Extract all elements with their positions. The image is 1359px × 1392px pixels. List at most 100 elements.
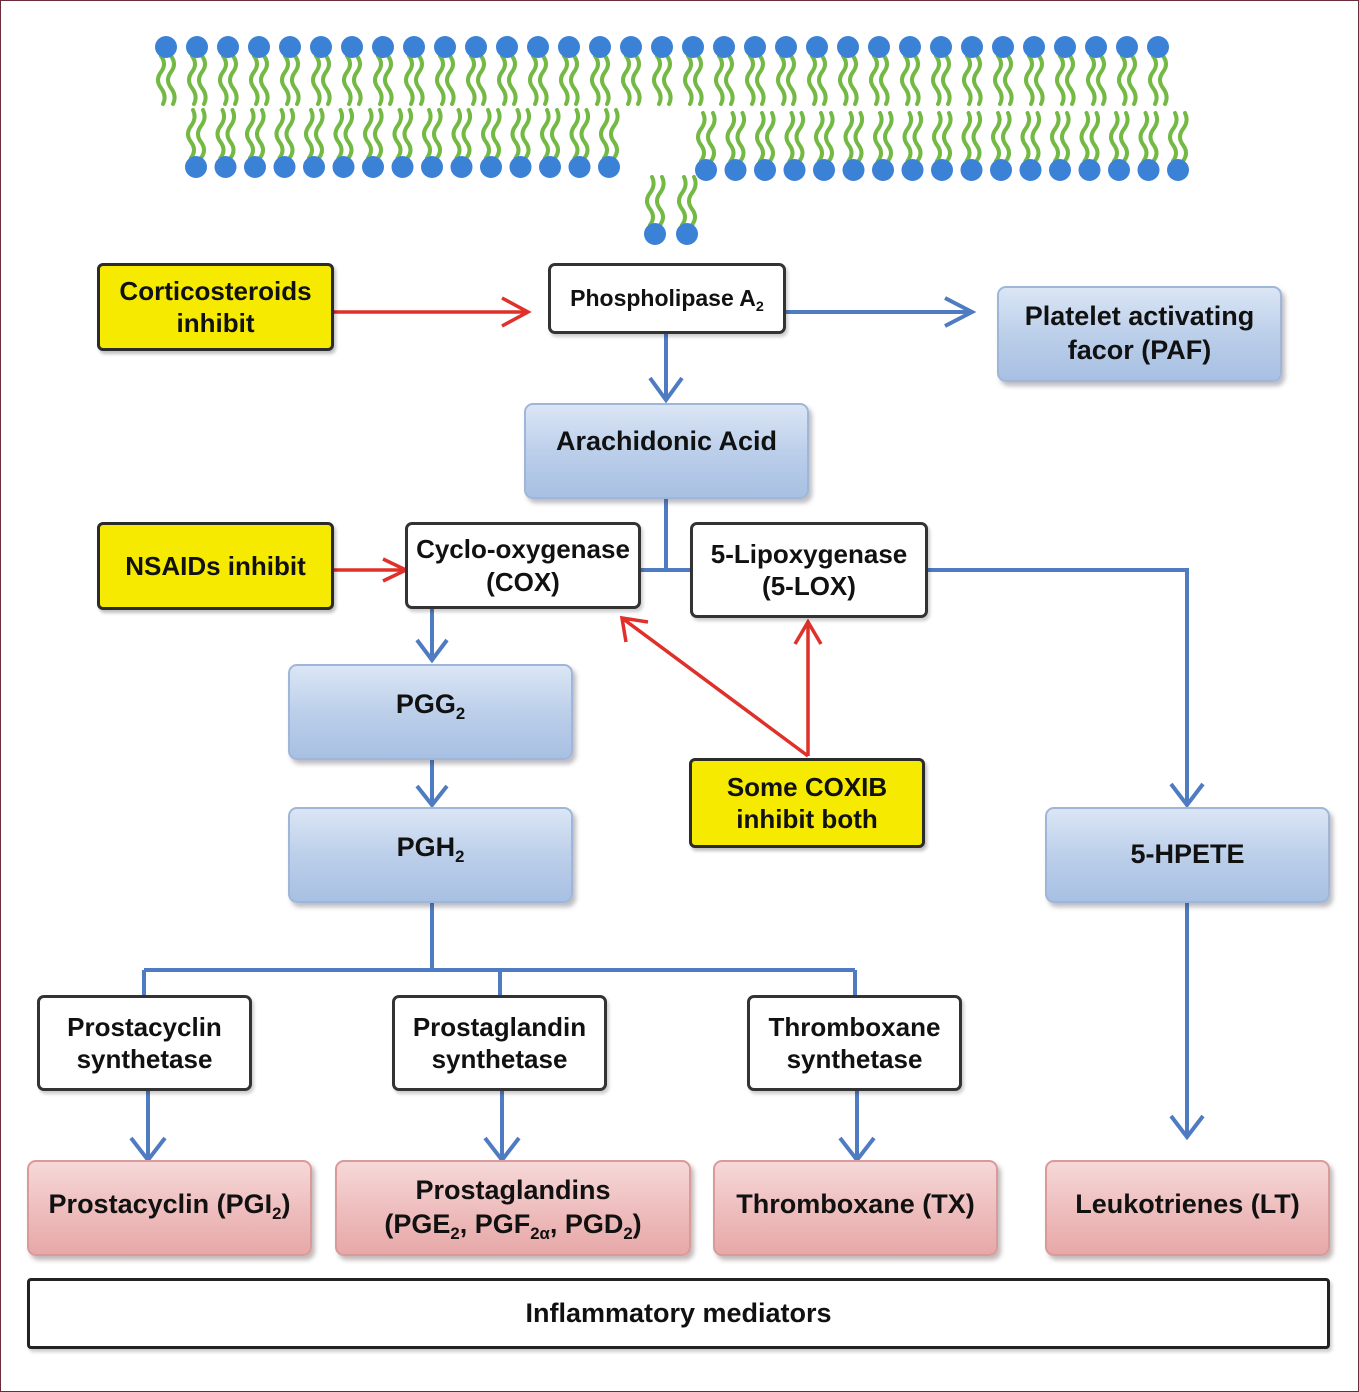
cox-label-2: (COX) [486, 566, 560, 597]
thromboxane-box: Thromboxane (TX) [713, 1160, 998, 1256]
lipid-bottom [1167, 111, 1189, 181]
pg-sub-3: 2 [623, 1223, 633, 1243]
lipid-top [527, 36, 549, 106]
prostacyclin-synthetase-label: Prostacyclin [67, 1011, 222, 1042]
lipid-top [1054, 36, 1076, 106]
pgh2-subscript: 2 [455, 846, 465, 866]
lipid-bottom [990, 111, 1012, 181]
arrowhead-arachidonic [648, 376, 684, 404]
nsaids-box: NSAIDs inhibit [97, 522, 334, 610]
paf-label: Platelet activating [1024, 301, 1255, 332]
lipid-top [403, 36, 425, 106]
lipid-top [1147, 36, 1169, 106]
prostaglandin-synthetase-label-2: synthetase [431, 1044, 568, 1074]
corticosteroids-label: Corticosteroids [119, 275, 312, 306]
prostacyclin-subscript: 2 [272, 1203, 282, 1223]
pgh2-label: PGH [396, 832, 456, 862]
cox-box: Cyclo-oxygenase (COX) [405, 522, 641, 609]
lipid-bottom [509, 108, 532, 178]
lox-box: 5-Lipoxygenase (5-LOX) [690, 522, 928, 618]
lipid-top [465, 36, 487, 106]
lipid-bottom [695, 111, 717, 181]
prostacyclin-synthetase-label-2: synthetase [76, 1044, 213, 1074]
lipid-bottom [568, 108, 591, 178]
pgh2-label-line: PGH2 [397, 831, 465, 865]
hpete-label: 5-HPETE [1130, 839, 1245, 870]
lipid-top [248, 36, 270, 106]
lipid-top [837, 36, 859, 106]
lipid-bottom [931, 111, 953, 181]
arrowhead-hpete [1169, 782, 1205, 809]
cox-label: Cyclo-oxygenase [416, 534, 630, 564]
prostacyclin-label-line: Prostacyclin (PGI2) [49, 1188, 291, 1222]
arachidonic-acid-box: Arachidonic Acid [524, 403, 809, 499]
prostaglandin-synthetase-label: Prostaglandin [412, 1011, 587, 1042]
lipid-bottom [1078, 111, 1101, 181]
lipid-top [775, 36, 797, 106]
lipid-top [1116, 36, 1138, 106]
arrowhead-pgh [415, 784, 449, 809]
arrow-coxib-to-cox [620, 616, 810, 758]
prostacyclin-label-close: ) [281, 1189, 291, 1219]
lipid-bottom [450, 108, 473, 178]
lipid-bottom [872, 111, 894, 181]
lipid-top [155, 36, 177, 106]
inflammatory-mediators-label: Inflammatory mediators [525, 1297, 832, 1328]
leukotrienes-label: Leukotrienes (LT) [1075, 1189, 1300, 1219]
lipid-top [651, 36, 673, 106]
lipid-top [1085, 36, 1107, 106]
lipid-top [899, 36, 921, 106]
arrowhead-lt [1169, 1114, 1205, 1141]
released-lipid [644, 175, 666, 245]
lipid-top [682, 36, 704, 106]
lipid-bottom [214, 108, 237, 178]
pgg2-label-line: PGG2 [396, 688, 465, 722]
inflammatory-mediators-box: Inflammatory mediators [27, 1278, 1330, 1349]
paf-label-2: facor (PAF) [1067, 335, 1212, 365]
phospholipase-subscript: 2 [755, 299, 764, 316]
corticosteroids-box: Corticosteroids inhibit [97, 263, 334, 351]
prostaglandin-synthetase-box: Prostaglandin synthetase [392, 995, 607, 1091]
lipid-top [868, 36, 890, 106]
inhibition-arrows [334, 296, 823, 758]
lipid-top [1023, 36, 1045, 106]
paf-box: Platelet activating facor (PAF) [997, 286, 1282, 382]
thromboxane-synthetase-label-2: synthetase [786, 1044, 923, 1074]
prostacyclin-box: Prostacyclin (PGI2) [27, 1160, 312, 1256]
lipid-top [930, 36, 952, 106]
coxib-box: Some COXIB inhibit both [689, 758, 925, 848]
pg-sub-2: 2α [530, 1223, 550, 1243]
lipid-bottom [362, 108, 384, 178]
lipid-bottom [273, 108, 296, 178]
lipid-bottom [391, 108, 414, 178]
lipid-bottom [724, 111, 747, 181]
pgg2-box: PGG2 [288, 664, 573, 760]
prostaglandins-title: Prostaglandins [415, 1175, 611, 1206]
arrowhead-corticosteroids [501, 296, 532, 328]
lipid-top [496, 36, 518, 106]
coxib-label-2: inhibit both [736, 804, 878, 834]
pathway-connectors [129, 296, 1205, 1164]
phospholipase-label-line: Phospholipase A2 [570, 284, 764, 316]
lipid-bottom [1108, 111, 1130, 181]
lipid-top [806, 36, 828, 106]
lipid-top [217, 36, 239, 106]
arrow-lox-to-hpete [928, 568, 1189, 805]
arrowhead-coxib-cox [619, 615, 649, 643]
prostaglandins-box: Prostaglandins (PGE2, PGF2α, PGD2) [335, 1160, 691, 1256]
lipid-bottom [960, 111, 983, 181]
lipid-top [589, 36, 611, 106]
lipid-bottom [1019, 111, 1042, 181]
lipid-top [434, 36, 456, 106]
lipid-top [310, 36, 332, 106]
prostacyclin-synthetase-box: Prostacyclin synthetase [37, 995, 252, 1091]
coxib-label: Some COXIB [726, 771, 888, 802]
lipid-bottom [421, 108, 443, 178]
nsaids-label: NSAIDs inhibit [125, 550, 306, 581]
pg-mid-1: , PGF [459, 1209, 531, 1239]
lipid-top [620, 36, 642, 106]
pg-sub-1: 2 [450, 1223, 460, 1243]
lipid-top [744, 36, 766, 106]
pg-close: ) [632, 1209, 642, 1239]
